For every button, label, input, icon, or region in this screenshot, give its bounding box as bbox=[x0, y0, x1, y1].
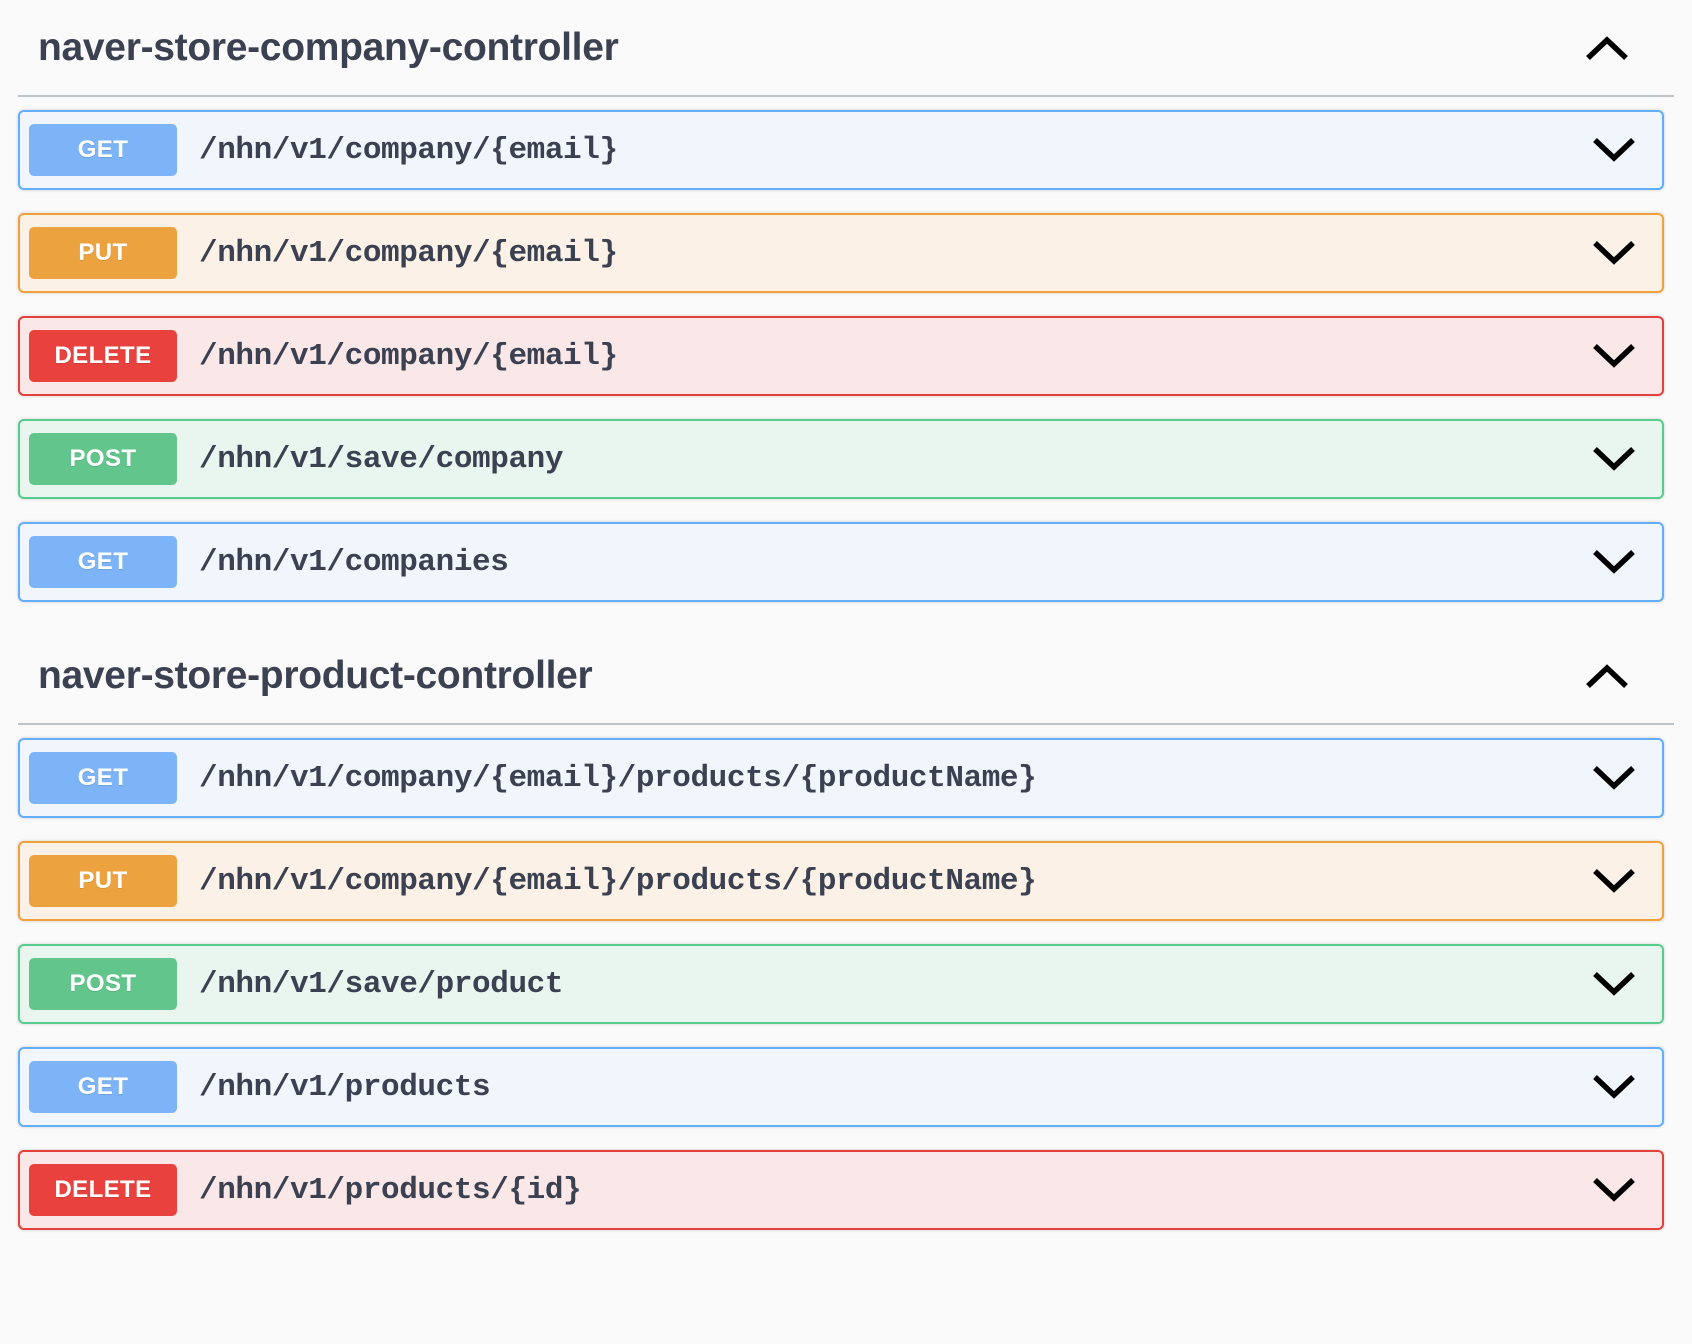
tag-header-naver-store-company-controller[interactable]: naver-store-company-controller bbox=[18, 0, 1674, 97]
operation-row[interactable]: PUT/nhn/v1/company/{email}/products/{pro… bbox=[18, 841, 1664, 921]
operation-list: GET/nhn/v1/company/{email}PUT/nhn/v1/com… bbox=[0, 110, 1692, 602]
operation-path: /nhn/v1/company/{email} bbox=[199, 338, 618, 374]
chevron-down-icon[interactable] bbox=[1588, 855, 1640, 907]
http-method-badge: PUT bbox=[29, 855, 177, 907]
chevron-down-icon[interactable] bbox=[1588, 124, 1640, 176]
chevron-up-icon[interactable] bbox=[1582, 23, 1632, 73]
http-method-badge: GET bbox=[29, 536, 177, 588]
http-method-badge: POST bbox=[29, 433, 177, 485]
chevron-down-icon[interactable] bbox=[1588, 752, 1640, 804]
chevron-down-icon[interactable] bbox=[1588, 227, 1640, 279]
chevron-down-icon[interactable] bbox=[1588, 536, 1640, 588]
chevron-down-icon[interactable] bbox=[1588, 330, 1640, 382]
operation-row[interactable]: PUT/nhn/v1/company/{email} bbox=[18, 213, 1664, 293]
operation-row[interactable]: POST/nhn/v1/save/product bbox=[18, 944, 1664, 1024]
operation-path: /nhn/v1/company/{email} bbox=[199, 235, 618, 271]
chevron-up-icon[interactable] bbox=[1582, 651, 1632, 701]
http-method-badge: GET bbox=[29, 124, 177, 176]
operation-path: /nhn/v1/company/{email} bbox=[199, 132, 618, 168]
tag-title: naver-store-company-controller bbox=[38, 26, 619, 69]
operation-path: /nhn/v1/companies bbox=[199, 544, 509, 580]
operation-path: /nhn/v1/save/product bbox=[199, 966, 564, 1002]
operation-path: /nhn/v1/company/{email}/products/{produc… bbox=[199, 863, 1037, 899]
chevron-down-icon[interactable] bbox=[1588, 1164, 1640, 1216]
http-method-badge: GET bbox=[29, 752, 177, 804]
http-method-badge: POST bbox=[29, 958, 177, 1010]
tag-title: naver-store-product-controller bbox=[38, 654, 593, 697]
section-spacer bbox=[0, 602, 1692, 628]
operation-path: /nhn/v1/save/company bbox=[199, 441, 564, 477]
operation-row[interactable]: GET/nhn/v1/company/{email}/products/{pro… bbox=[18, 738, 1664, 818]
http-method-badge: GET bbox=[29, 1061, 177, 1113]
operation-row[interactable]: GET/nhn/v1/companies bbox=[18, 522, 1664, 602]
operation-row[interactable]: GET/nhn/v1/products bbox=[18, 1047, 1664, 1127]
operation-list: GET/nhn/v1/company/{email}/products/{pro… bbox=[0, 738, 1692, 1230]
operation-row[interactable]: DELETE/nhn/v1/products/{id} bbox=[18, 1150, 1664, 1230]
chevron-down-icon[interactable] bbox=[1588, 1061, 1640, 1113]
operation-row[interactable]: GET/nhn/v1/company/{email} bbox=[18, 110, 1664, 190]
operation-path: /nhn/v1/products bbox=[199, 1069, 491, 1105]
operation-row[interactable]: POST/nhn/v1/save/company bbox=[18, 419, 1664, 499]
operation-row[interactable]: DELETE/nhn/v1/company/{email} bbox=[18, 316, 1664, 396]
http-method-badge: DELETE bbox=[29, 330, 177, 382]
chevron-down-icon[interactable] bbox=[1588, 433, 1640, 485]
http-method-badge: PUT bbox=[29, 227, 177, 279]
tag-header-naver-store-product-controller[interactable]: naver-store-product-controller bbox=[18, 628, 1674, 725]
http-method-badge: DELETE bbox=[29, 1164, 177, 1216]
operation-path: /nhn/v1/products/{id} bbox=[199, 1172, 582, 1208]
chevron-down-icon[interactable] bbox=[1588, 958, 1640, 1010]
operation-path: /nhn/v1/company/{email}/products/{produc… bbox=[199, 760, 1037, 796]
